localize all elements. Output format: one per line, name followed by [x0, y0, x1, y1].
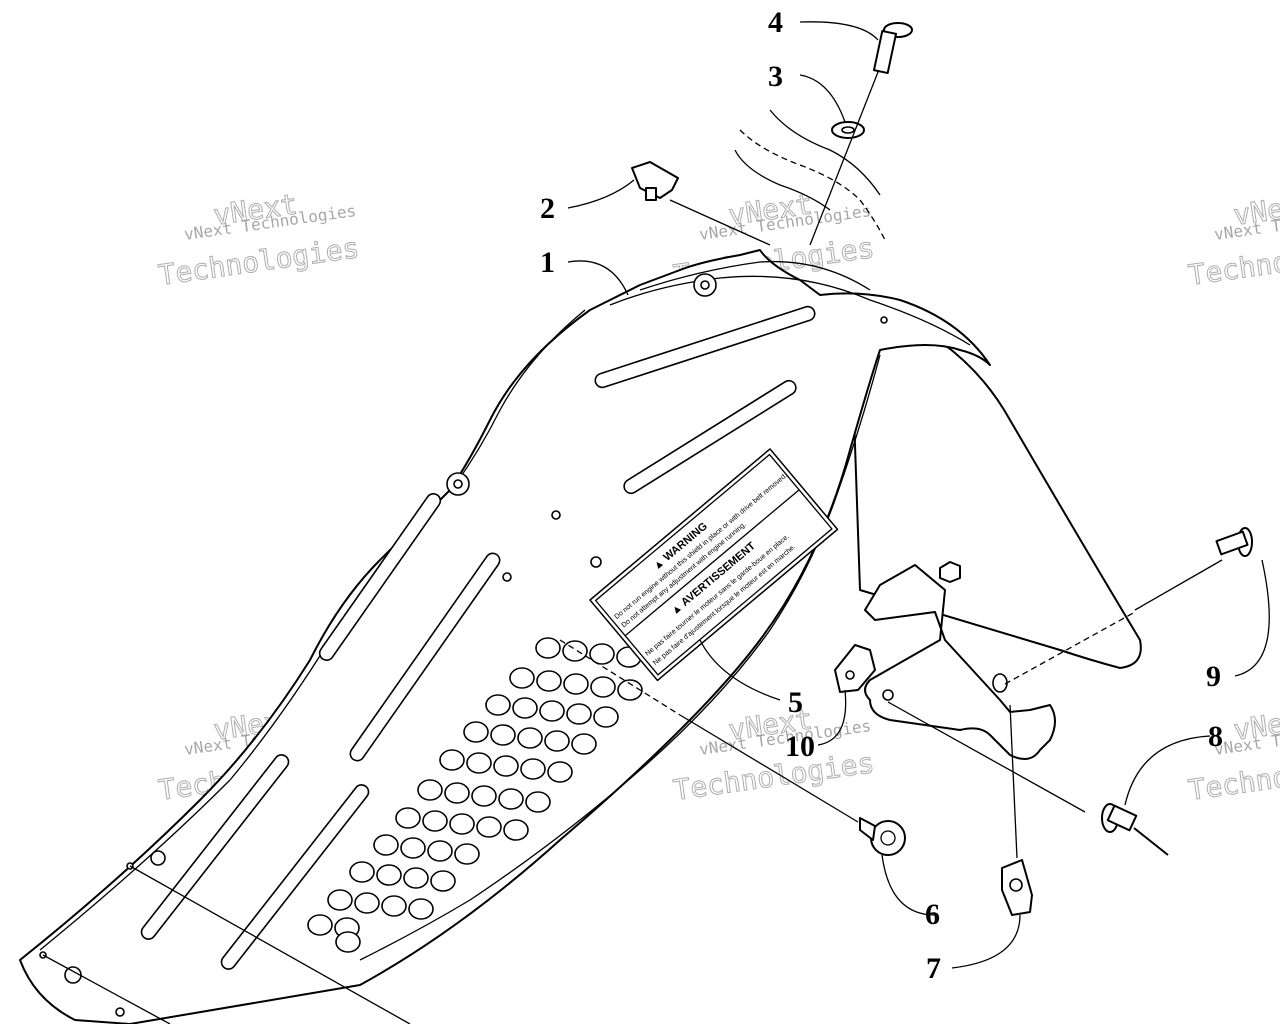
vent-hole — [490, 724, 516, 746]
callout-9: 9 — [1206, 660, 1221, 693]
vent-hole — [439, 749, 465, 771]
vent-hole — [463, 721, 489, 743]
callout-numbers: 1 2 3 4 5 6 7 8 9 10 — [540, 6, 1223, 985]
vent-hole — [493, 755, 519, 777]
screw-part-6 — [859, 817, 906, 856]
callout-10: 10 — [785, 730, 815, 763]
vent-hole — [476, 816, 502, 838]
vent-hole — [593, 706, 619, 728]
nut-part-7 — [1001, 859, 1033, 916]
vent-hole — [571, 733, 597, 755]
vent-hole — [617, 679, 643, 701]
callout-7: 7 — [926, 952, 941, 985]
vent-hole — [376, 864, 402, 886]
vent-hole — [327, 889, 353, 911]
vent-hole — [449, 813, 475, 835]
callout-8: 8 — [1208, 720, 1223, 753]
vent-hole — [544, 730, 570, 752]
vent-hole — [512, 697, 538, 719]
vent-hole — [307, 914, 333, 936]
vent-hole — [498, 788, 524, 810]
vent-hole — [589, 643, 615, 665]
frame-outline — [734, 109, 886, 241]
callout-5: 5 — [788, 686, 803, 719]
vent-hole — [536, 670, 562, 692]
rear-shield — [19, 249, 1142, 1024]
callout-2: 2 — [540, 192, 555, 225]
clip-part-10 — [834, 644, 876, 693]
vent-hole — [335, 931, 361, 953]
vent-hole — [485, 694, 511, 716]
mount-bracket — [864, 561, 1056, 760]
vent-hole — [354, 892, 380, 914]
vent-hole — [590, 676, 616, 698]
callout-1: 1 — [540, 246, 555, 279]
vent-hole — [454, 843, 480, 865]
vent-hole — [444, 782, 470, 804]
vent-hole — [408, 898, 434, 920]
vent-hole — [427, 840, 453, 862]
vent-hole — [562, 640, 588, 662]
vent-hole — [422, 810, 448, 832]
watermark-big-3a: vNext — [1231, 188, 1280, 232]
vent-hole — [563, 673, 589, 695]
callout-6: 6 — [925, 898, 940, 931]
vent-hole — [417, 779, 443, 801]
vent-hole — [403, 867, 429, 889]
clip-part-2 — [631, 161, 679, 201]
vent-hole — [395, 807, 421, 829]
vent-hole — [535, 637, 561, 659]
vent-hole — [517, 727, 543, 749]
callout-4: 4 — [768, 6, 783, 39]
vent-hole — [547, 761, 573, 783]
vent-hole — [381, 895, 407, 917]
vent-hole — [400, 837, 426, 859]
vent-hole — [520, 758, 546, 780]
vent-hole-grid — [307, 637, 643, 953]
bolt-part-4 — [872, 22, 913, 75]
vent-hole — [539, 700, 565, 722]
vent-hole — [503, 819, 529, 841]
washer-part-3 — [831, 121, 865, 139]
bolt-part-9 — [1215, 527, 1253, 557]
vent-hole — [466, 752, 492, 774]
vent-hole — [349, 861, 375, 883]
vent-hole — [430, 870, 456, 892]
assembly-lines — [42, 71, 1223, 1024]
leader-lines — [567, 21, 1270, 969]
vent-hole — [509, 667, 535, 689]
callout-3: 3 — [768, 60, 783, 93]
rivet-part-8 — [1101, 803, 1169, 856]
vent-hole — [566, 703, 592, 725]
watermark-big-6a: vNext — [1231, 703, 1280, 747]
vent-hole — [373, 834, 399, 856]
vent-hole — [471, 785, 497, 807]
vent-hole — [525, 791, 551, 813]
